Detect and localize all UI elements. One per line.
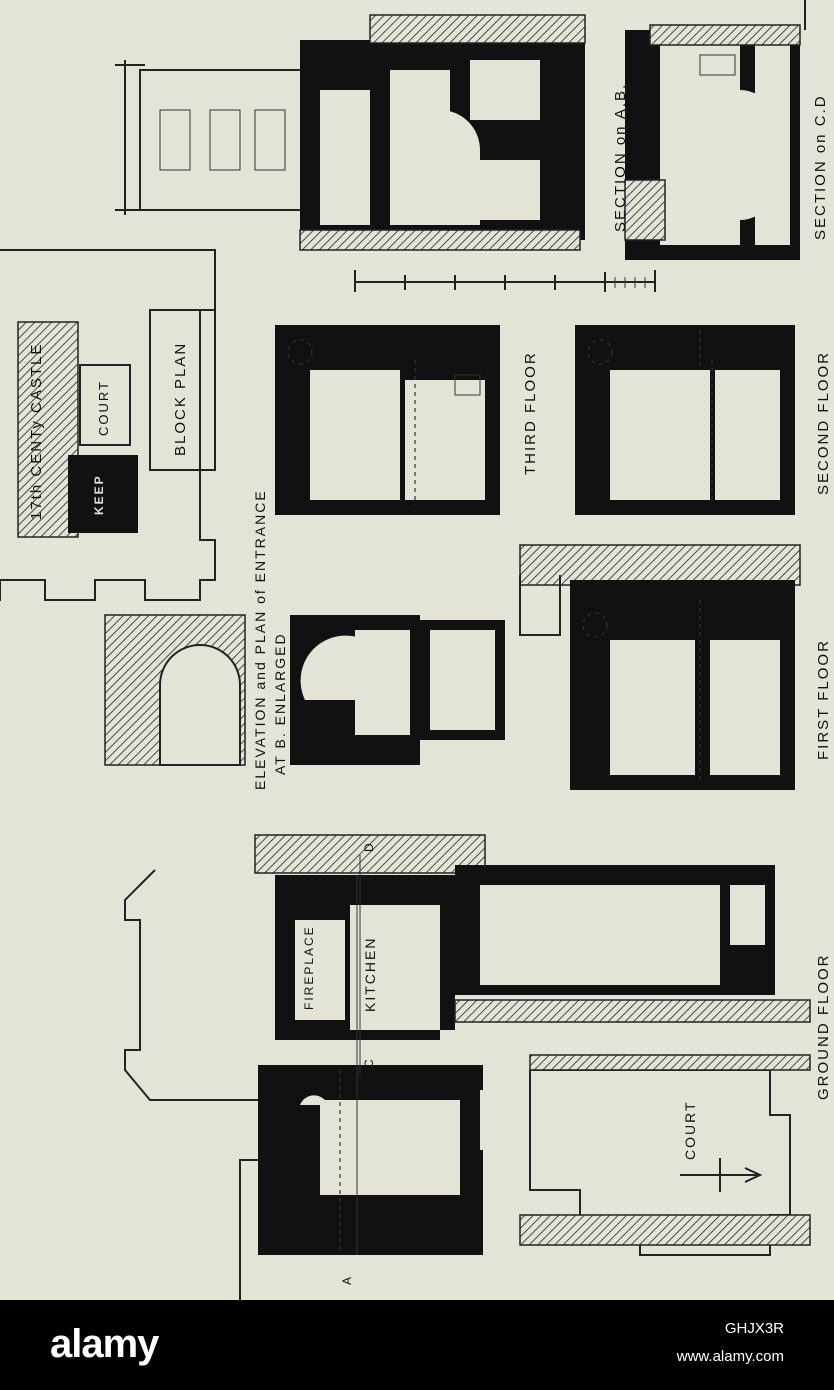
- fireplace-label: FIREPLACE: [302, 925, 316, 1010]
- section-letter-b: B: [340, 1074, 354, 1085]
- elevation-label-line2: AT B. ENLARGED: [272, 632, 288, 775]
- first-floor-label: FIRST FLOOR: [815, 639, 832, 760]
- section-letter-a: A: [340, 1274, 354, 1285]
- court-label: COURT: [682, 1100, 698, 1160]
- section-letter-d: D: [362, 841, 376, 852]
- section-cd-drawing: [624, 0, 806, 260]
- kitchen-label: KITCHEN: [362, 936, 378, 1012]
- section-ab-label: SECTION on A.B.: [612, 82, 629, 232]
- architectural-plate: SECTION on A.B. SECTION on C.D BLOCK PLA…: [0, 0, 834, 1300]
- castle-label: 17th CENTy CASTLE: [28, 342, 45, 520]
- third-floor-label: THIRD FLOOR: [522, 351, 539, 475]
- site-url: www.alamy.com: [676, 1348, 784, 1365]
- elevation-label-line1: ELEVATION and PLAN of ENTRANCE: [252, 489, 268, 790]
- second-floor-label: SECOND FLOOR: [815, 350, 832, 495]
- keep-label: KEEP: [92, 474, 106, 515]
- entrance-detail-drawing: [104, 614, 505, 766]
- block-plan-drawing: [0, 249, 216, 601]
- ground-floor-label: GROUND FLOOR: [815, 953, 832, 1100]
- brand-logo: alamy: [50, 1322, 159, 1366]
- second-floor-plan: [575, 325, 795, 515]
- floor-plan-drawing: [0, 0, 811, 1300]
- first-floor-plan: [519, 544, 801, 790]
- block-plan-label: BLOCK PLAN: [172, 341, 189, 456]
- third-floor-plan: [275, 325, 500, 515]
- scale-bar: [354, 270, 656, 292]
- section-letter-c: C: [362, 1057, 376, 1068]
- block-plan-court-label: COURT: [96, 380, 111, 436]
- ground-floor-plan: [124, 834, 811, 1300]
- section-cd-label: SECTION on C.D: [812, 94, 829, 240]
- image-id: GHJX3R: [724, 1320, 784, 1337]
- section-ab-drawing: [115, 14, 586, 251]
- watermark-footer: alamy GHJX3R www.alamy.com: [0, 1300, 834, 1390]
